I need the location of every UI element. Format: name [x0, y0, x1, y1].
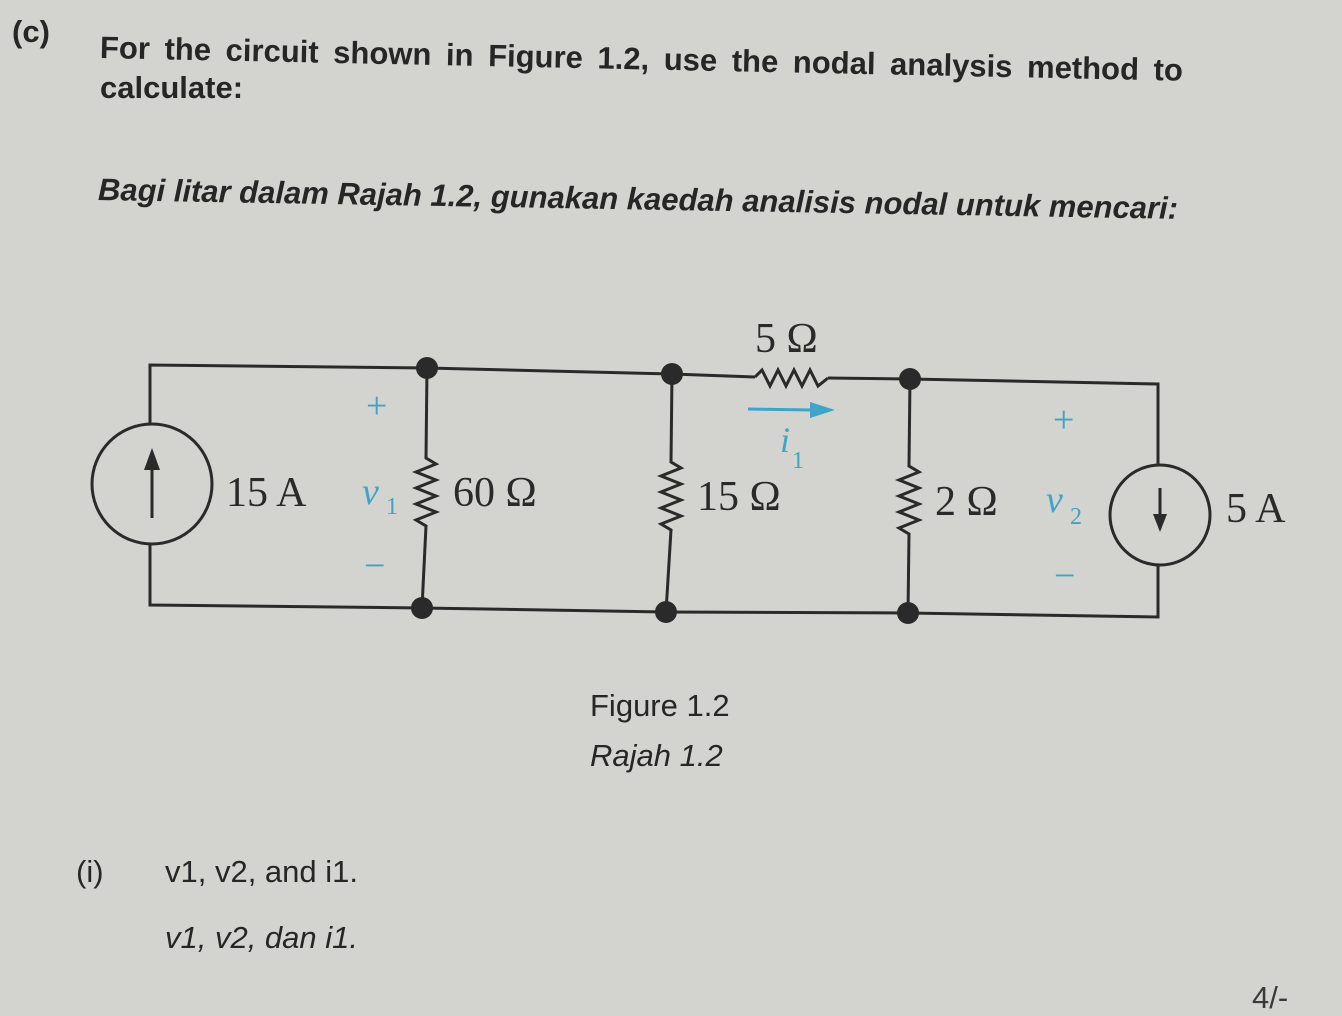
subquestion-malay: v1, v2, dan i1.	[165, 920, 359, 955]
v2-subscript: 2	[1070, 504, 1082, 530]
page-marker: 4/-	[1252, 980, 1289, 1015]
v2-minus: −	[1054, 555, 1075, 597]
v1-plus: +	[366, 385, 387, 427]
wire-bottom	[148, 544, 1160, 619]
figure-caption-malay: Rajah 1.2	[590, 738, 723, 773]
resistor-5-ohm	[753, 366, 829, 390]
node	[655, 601, 677, 623]
v1-minus: −	[364, 545, 385, 587]
wire-top-right	[827, 376, 1160, 465]
v1-subscript: 1	[386, 494, 398, 520]
node	[661, 363, 683, 385]
v1-label: v	[362, 471, 379, 513]
node	[411, 597, 433, 619]
node	[899, 368, 921, 390]
i1-label: i	[780, 420, 790, 460]
source-right-label: 5 A	[1226, 486, 1286, 532]
source-left-label: 15 A	[226, 470, 307, 516]
r4-label: 2 Ω	[935, 479, 998, 525]
current-arrow-icon	[810, 402, 835, 418]
arrow-down-icon	[1153, 514, 1167, 532]
figure-caption: Figure 1.2	[590, 688, 730, 723]
current-source-15a	[90, 422, 214, 546]
arrow-up-icon	[144, 448, 160, 470]
resistor-2-ohm	[894, 378, 924, 614]
current-source-5a	[1108, 463, 1212, 567]
question-english-line2: calculate:	[100, 70, 244, 105]
v2-label: v	[1046, 479, 1063, 521]
subquestion-label: (i)	[76, 854, 104, 889]
r2-label: 15 Ω	[697, 474, 781, 520]
r1-label: 60 Ω	[453, 470, 537, 516]
node	[416, 357, 438, 379]
resistor-15-ohm	[656, 373, 686, 613]
r3-label: 5 Ω	[755, 316, 818, 362]
subquestion-english: v1, v2, and i1.	[165, 854, 359, 889]
v2-plus: +	[1053, 399, 1074, 441]
resistor-60-ohm	[411, 367, 441, 609]
node	[897, 602, 919, 624]
i1-subscript: 1	[792, 448, 804, 474]
question-label: (c)	[12, 14, 50, 49]
